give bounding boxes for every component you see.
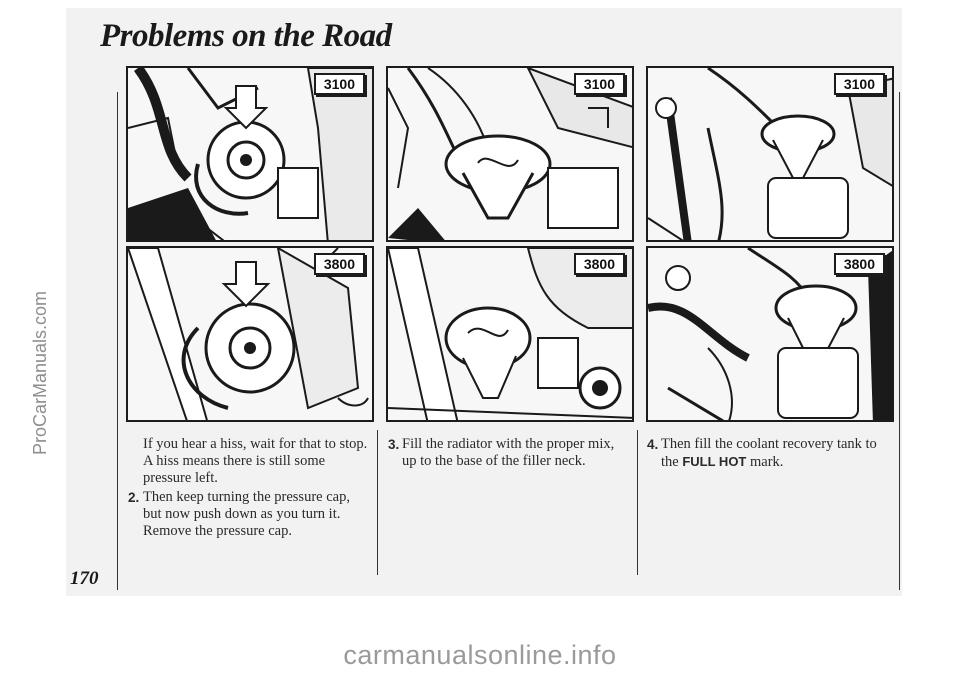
funnel-radiator-illustration: [388, 248, 632, 420]
instruction-column-1: If you hear a hiss, wait for that to sto…: [128, 436, 371, 540]
step-text: Fill the radiator with the proper mix, u…: [402, 436, 615, 469]
engine-badge: 3100: [573, 73, 625, 95]
side-watermark-text: ProCarManuals.com: [30, 290, 50, 455]
page-number: 170: [70, 568, 99, 589]
step-text: Then keep turning the pressure cap, but …: [143, 489, 350, 539]
engine-badge: 3800: [833, 253, 885, 275]
pressure-cap-illustration: [128, 248, 372, 420]
step-4: 4. Then fill the coolant recovery tank t…: [647, 436, 895, 471]
column-rule-2: [637, 430, 638, 575]
pressure-cap-illustration: [128, 68, 372, 240]
left-margin-rule: [117, 92, 118, 590]
column-rule-1: [377, 430, 378, 575]
instruction-column-2: 3. Fill the radiator with the proper mix…: [388, 436, 632, 470]
page-title: Problems on the Road: [100, 18, 392, 54]
bottom-watermark: carmanualsonline.info: [343, 640, 617, 670]
side-watermark: ProCarManuals.com: [0, 0, 50, 675]
step-number: 3.: [388, 437, 400, 452]
engine-badge: 3100: [313, 73, 365, 95]
step-text: Then fill the coolant recovery tank to t…: [661, 436, 895, 471]
engine-badge: 3800: [573, 253, 625, 275]
step-text-after: mark.: [750, 454, 784, 470]
engine-badge: 3800: [313, 253, 365, 275]
illustration-panel-3: 3100: [646, 66, 894, 242]
illustration-panel-5: 3800: [386, 246, 634, 422]
instruction-column-3: 4. Then fill the coolant recovery tank t…: [647, 436, 895, 471]
illustration-panel-6: 3800: [646, 246, 894, 422]
full-hot-mark-label: FULL HOT: [682, 454, 747, 469]
intro-paragraph: If you hear a hiss, wait for that to sto…: [143, 436, 368, 486]
funnel-radiator-illustration: [388, 68, 632, 240]
funnel-recovery-tank-illustration: [648, 68, 892, 240]
illustration-panel-4: 3800: [126, 246, 374, 422]
step-3: 3. Fill the radiator with the proper mix…: [388, 436, 632, 470]
illustration-panel-2: 3100: [386, 66, 634, 242]
engine-badge: 3100: [833, 73, 885, 95]
step-text-before: Then fill the coolant recovery tank to t…: [661, 436, 877, 470]
step-number: 4.: [647, 437, 659, 452]
funnel-recovery-tank-illustration: [648, 248, 892, 420]
right-margin-rule: [899, 92, 900, 590]
step-number: 2.: [128, 490, 140, 505]
illustration-panel-1: 3100: [126, 66, 374, 242]
step-2: 2. Then keep turning the pressure cap, b…: [128, 489, 371, 540]
